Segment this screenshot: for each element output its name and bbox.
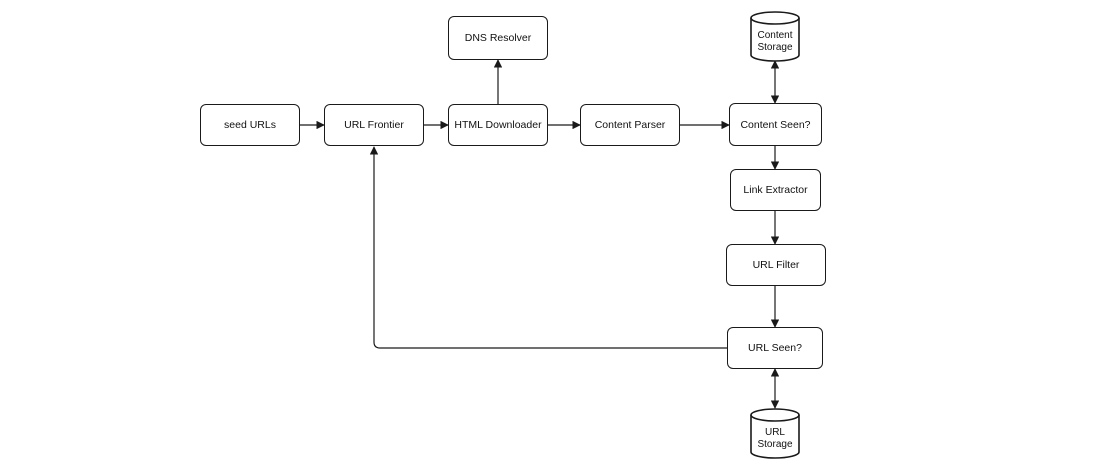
dns-resolver-label: DNS Resolver <box>464 32 532 44</box>
url-storage-cylinder[interactable] <box>750 408 800 459</box>
url-storage-label: URL Storage <box>751 423 799 455</box>
content-seen-node[interactable]: Content Seen? <box>729 103 822 146</box>
html-downloader-node[interactable]: HTML Downloader <box>448 104 548 146</box>
content-storage-line1: Content <box>757 30 793 41</box>
content-storage-cylinder[interactable] <box>750 11 800 62</box>
link-extractor-node[interactable]: Link Extractor <box>730 169 821 211</box>
edge-url-seen-to-frontier <box>369 146 727 349</box>
url-seen-node[interactable]: URL Seen? <box>727 327 823 369</box>
seed-urls-label: seed URLs <box>224 119 276 131</box>
content-storage-label: Content Storage <box>751 26 799 58</box>
seed-urls-node[interactable]: seed URLs <box>200 104 300 146</box>
url-storage-line1: URL <box>764 427 785 438</box>
link-extractor-label: Link Extractor <box>743 184 808 196</box>
url-storage-line2: Storage <box>757 439 793 450</box>
html-downloader-label: HTML Downloader <box>454 119 542 131</box>
dns-resolver-node[interactable]: DNS Resolver <box>448 16 548 60</box>
content-parser-node[interactable]: Content Parser <box>580 104 680 146</box>
content-parser-label: Content Parser <box>594 119 666 131</box>
url-filter-node[interactable]: URL Filter <box>726 244 826 286</box>
content-storage-line2: Storage <box>757 42 793 53</box>
url-frontier-node[interactable]: URL Frontier <box>324 104 424 146</box>
url-seen-label: URL Seen? <box>748 342 802 354</box>
content-seen-label: Content Seen? <box>740 118 811 131</box>
url-filter-label: URL Filter <box>752 259 800 271</box>
url-frontier-label: URL Frontier <box>344 119 404 131</box>
